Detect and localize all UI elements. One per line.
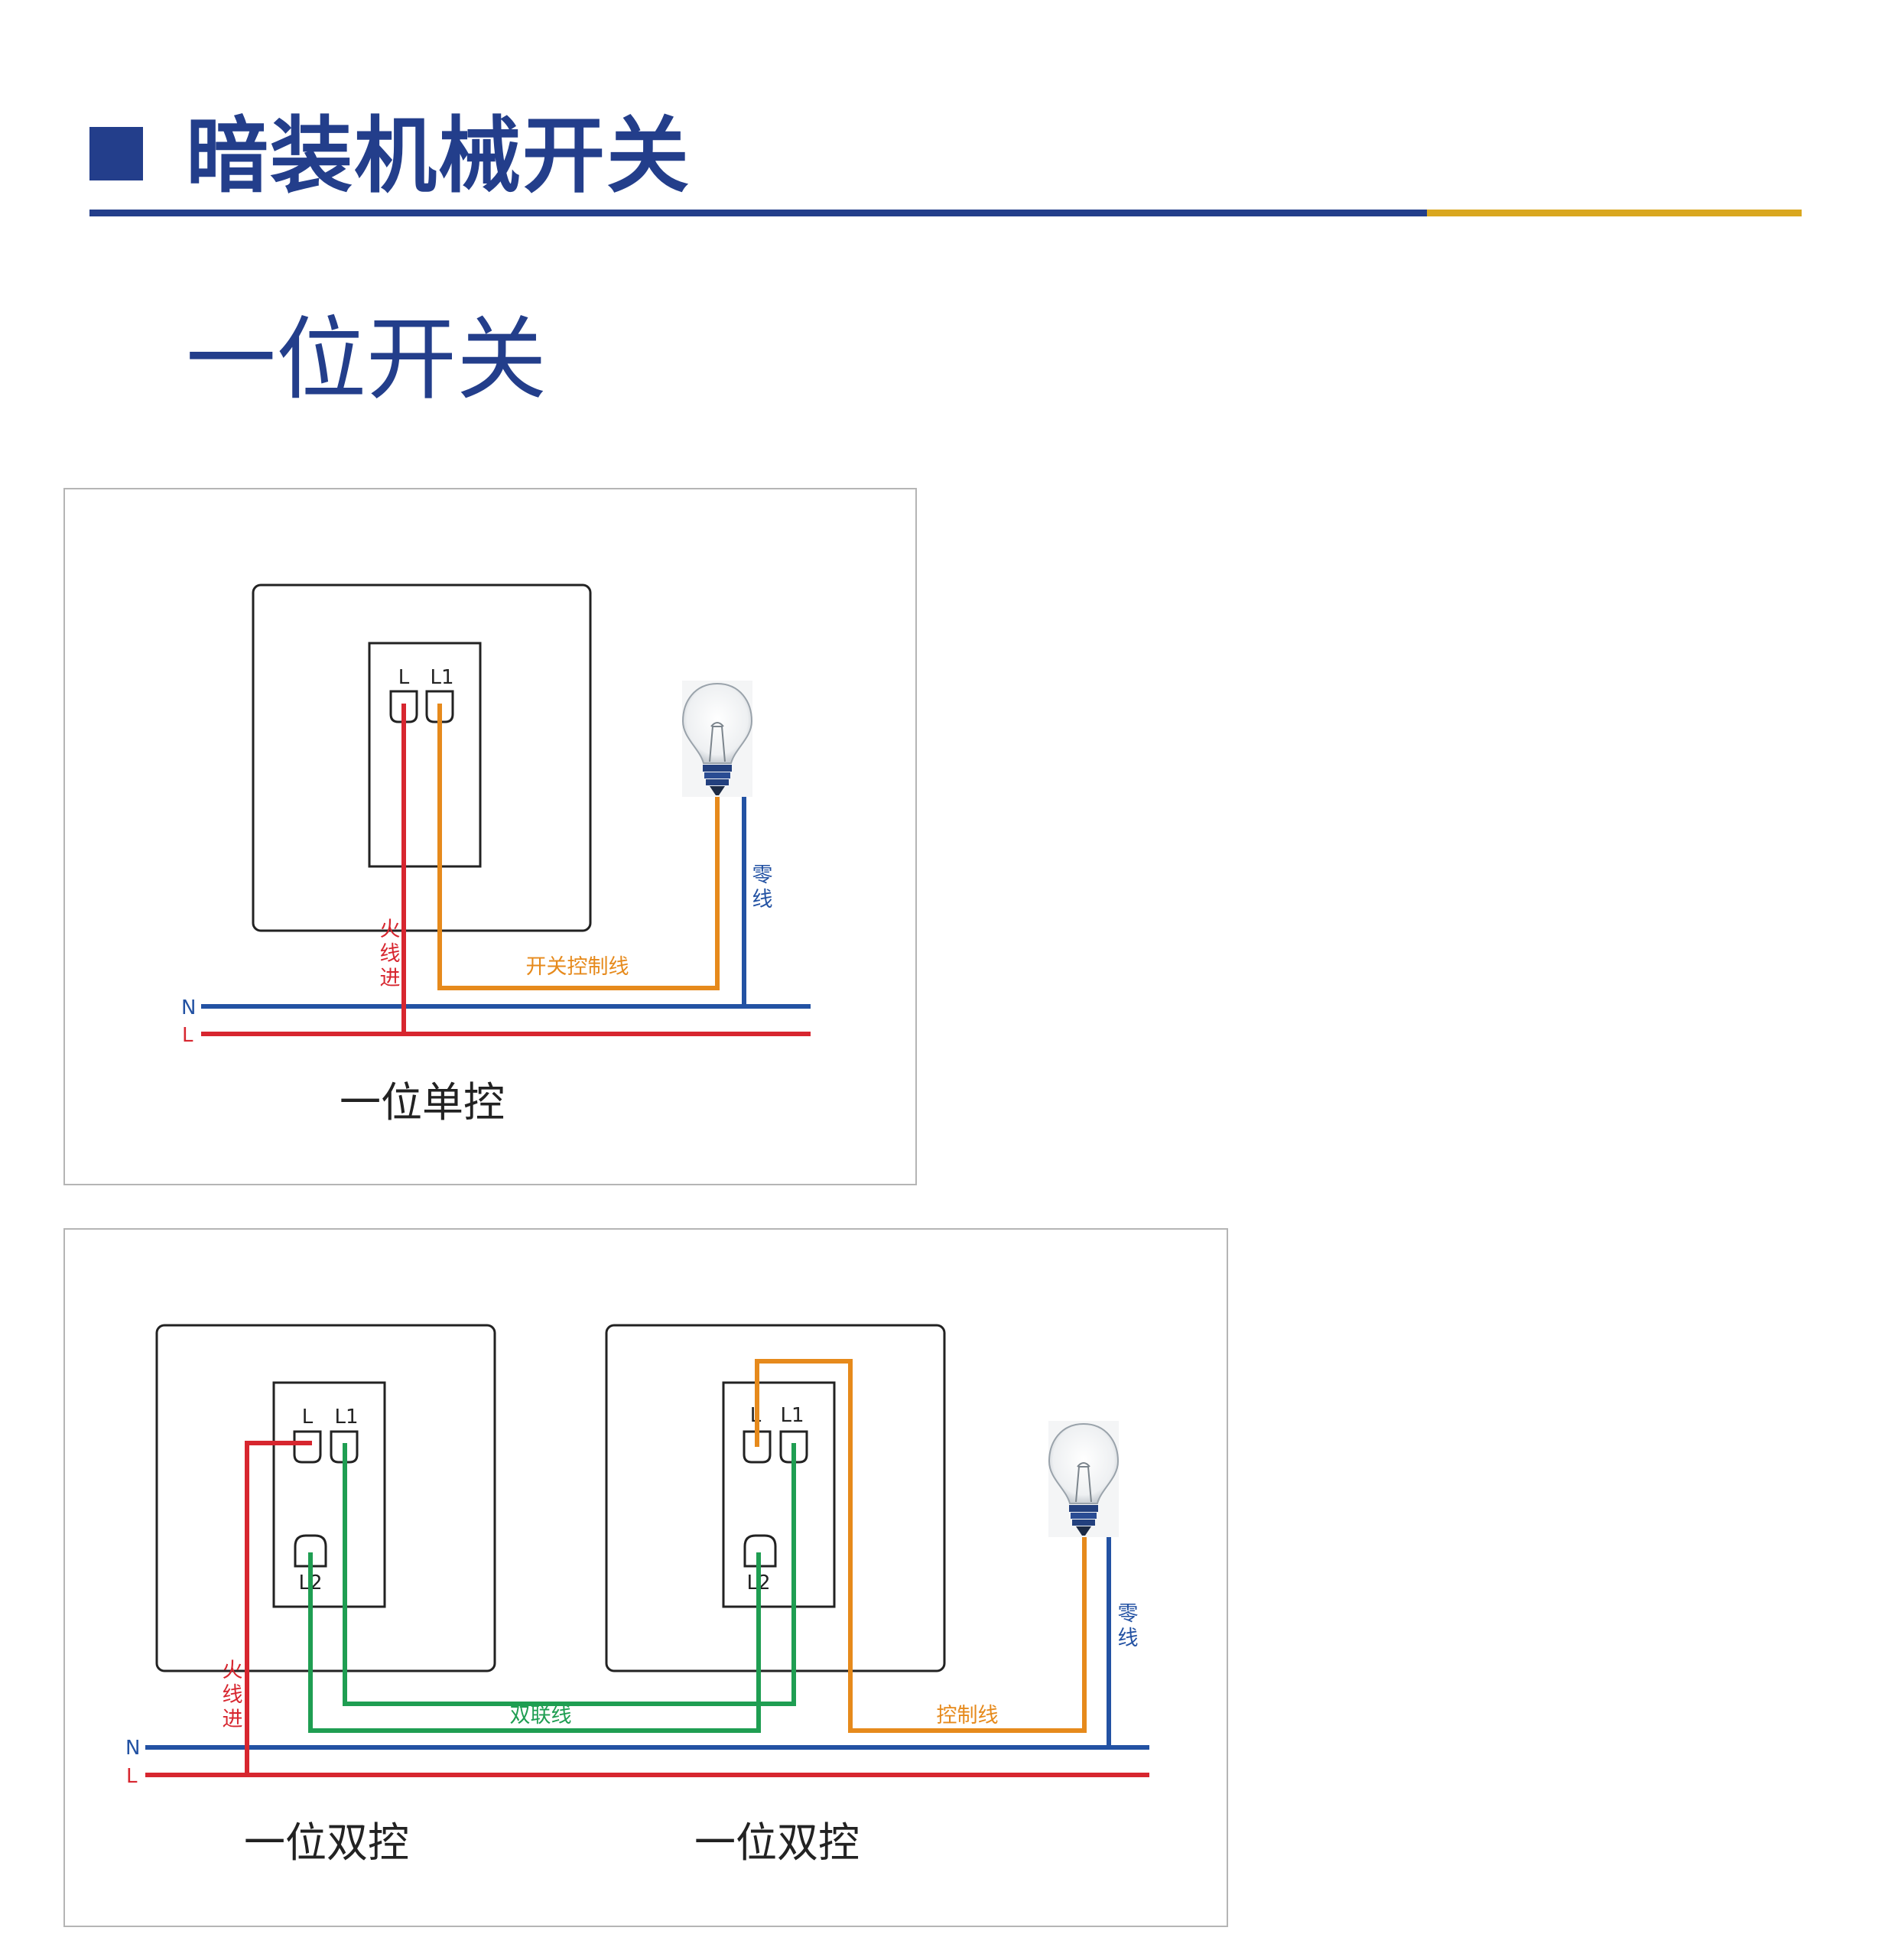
terminal-L1-label: L1 [430,666,453,689]
left-double-control-caption: 一位双控 [244,1819,409,1867]
live-in-label-char-1: 火 [380,918,401,941]
traveler-wire-label: 双联线 [510,1704,572,1728]
left-switch-module [272,1381,386,1608]
right-switch-module [722,1381,836,1608]
single-control-caption: 一位单控 [340,1078,505,1126]
switch-module [368,642,482,868]
title-underline-blue [89,210,1427,216]
title-underline-gold [1427,210,1802,216]
light-bulb-icon [681,681,753,797]
neutral-label-char-1: 零 [752,863,773,887]
live-in-wire [245,1441,312,1775]
terminal-L-label: L [398,666,410,689]
left-terminal-L-label: L [302,1406,314,1429]
control-wire-label: 控制线 [937,1704,999,1728]
page-title: 暗装机械开关 [186,109,691,204]
left-terminal-L [293,1430,322,1464]
traveler-wire-upper [343,1443,796,1706]
right-double-control-caption: 一位双控 [694,1819,860,1867]
neutral-wire [1086,1512,1111,1747]
traveler-wire-lower [308,1552,761,1733]
switch-control-wire-label: 开关控制线 [526,955,629,979]
title-marker-square [89,127,143,180]
neutral-bus-label: N [125,1737,140,1760]
left-switch-plate [155,1324,496,1672]
live-in-label-char-3: 进 [223,1708,243,1731]
diagram-panel-double-control [63,1228,1228,1927]
left-terminal-L2 [294,1534,327,1568]
live-in-label-char-1: 火 [223,1659,243,1682]
neutral-bus-label: N [181,996,196,1019]
live-bus-label: L [182,1024,193,1047]
light-bulb-icon [1048,1421,1120,1537]
live-in-label-char-2: 线 [223,1683,243,1707]
diagram-panel-single-control [63,488,917,1185]
right-terminal-L1-label: L1 [780,1404,804,1427]
live-bus-label: L [126,1765,138,1788]
live-in-label-char-3: 进 [380,967,401,990]
switch-plate [252,583,592,932]
section-subtitle: 一位开关 [186,307,548,412]
neutral-label-char-2: 线 [752,888,773,912]
control-wire [755,1359,1087,1733]
live-in-label-char-2: 线 [380,942,401,966]
neutral-label-char-1: 零 [1118,1602,1139,1626]
left-terminal-L1-label: L1 [334,1406,358,1429]
right-terminal-L2 [743,1534,777,1568]
neutral-label-char-2: 线 [1118,1627,1139,1650]
switch-control-wire [437,704,720,990]
right-switch-plate [605,1324,946,1672]
